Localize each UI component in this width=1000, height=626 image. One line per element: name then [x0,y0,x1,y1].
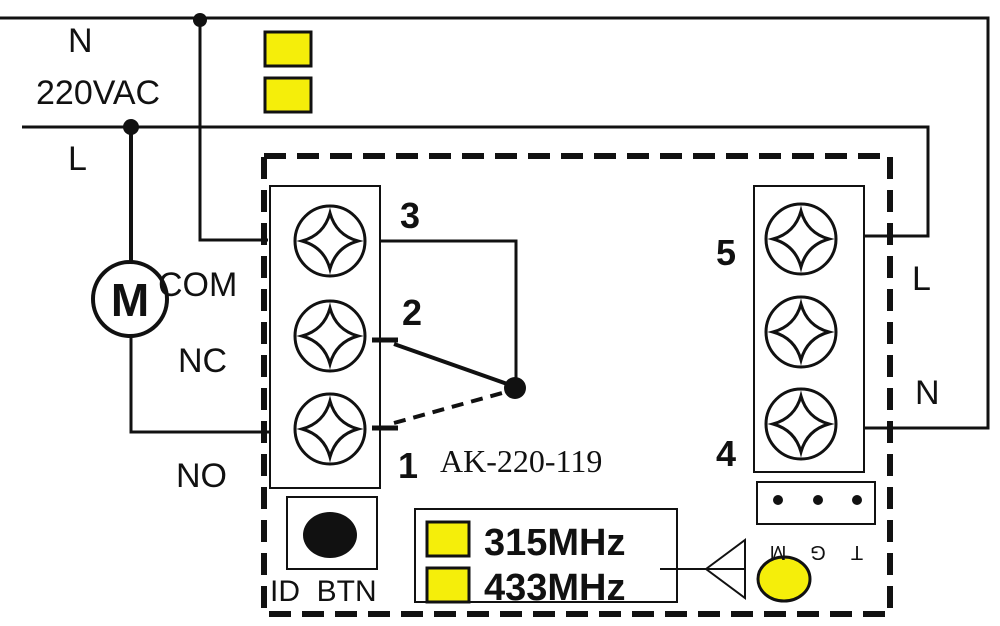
id-button[interactable] [303,512,357,558]
screw-icon [764,202,838,276]
voltage-label: 220VAC [36,74,160,112]
antenna [660,538,746,600]
status-led [756,555,812,603]
motor-to-no-wire [129,336,300,434]
left-screw-1 [293,392,367,466]
terminal-3-wire [380,239,518,384]
screw-slot-icon [296,395,364,463]
switch-pivot [504,377,526,399]
freq-315-indicator [425,520,471,558]
right-screw-5 [764,202,838,276]
screw-slot-icon [767,205,835,273]
jumper-pin-m[interactable] [773,495,783,505]
com-label: COM [158,266,237,304]
freq-433-indicator [425,566,471,604]
terminal-5-number: 5 [716,232,736,273]
screw-slot-icon [296,207,364,275]
right-live-label: L [912,260,931,298]
neutral-label: N [68,22,93,60]
terminal-3-number: 3 [400,195,420,236]
terminal-1-number: 1 [398,445,418,486]
antenna-icon [704,538,746,600]
screw-icon [764,295,838,369]
left-screw-3 [293,204,367,278]
screw-icon [293,392,367,466]
frequency-box: 315MHz 433MHz [414,508,678,609]
jumper-label-m: M [770,541,787,563]
switch-arm-nc [393,342,514,388]
nc-label: NC [178,342,227,380]
id-button-label: ID BTN [270,575,377,608]
id-button-area: ID BTN [270,496,378,608]
freq-433-label: 433MHz [484,567,626,609]
live-junction-dot [123,119,139,135]
relay-switch [380,239,526,425]
freq-315-label: 315MHz [484,522,626,564]
no-label: NO [176,457,227,495]
switch-arm-no-dashed [393,388,514,425]
jumper-pin-g[interactable] [813,495,823,505]
mains-wires [0,13,990,434]
indicator-square-bottom [263,76,313,114]
neutral-to-com-wire [198,18,268,242]
screw-icon [764,387,838,461]
terminal-4-number: 4 [716,433,736,474]
live-wire [22,125,930,238]
screw-icon [293,299,367,373]
jumper-label-t: T [851,541,863,563]
jumper-pin-t[interactable] [852,495,862,505]
model-label: AK-220-119 [440,443,602,479]
screw-slot-icon [767,390,835,458]
motor-symbol: M [91,260,169,338]
right-screw-4 [764,387,838,461]
indicator-square-top [263,30,313,68]
terminal-2-number: 2 [402,292,422,333]
neutral-junction-dot [193,13,207,27]
live-label: L [68,140,87,178]
screw-slot-icon [296,302,364,370]
jumper-header: M G T [756,481,876,563]
left-screw-2 [293,299,367,373]
right-screw-middle [764,295,838,369]
motor-letter: M [111,274,149,326]
jumper-label-g: G [810,541,826,563]
neutral-wire [0,16,990,430]
right-terminal-block [753,185,865,473]
screw-slot-icon [767,298,835,366]
left-terminal-block [269,185,398,489]
screw-icon [293,204,367,278]
motor-icon [91,260,169,338]
module-outline [261,153,893,617]
right-neutral-label: N [915,374,940,412]
